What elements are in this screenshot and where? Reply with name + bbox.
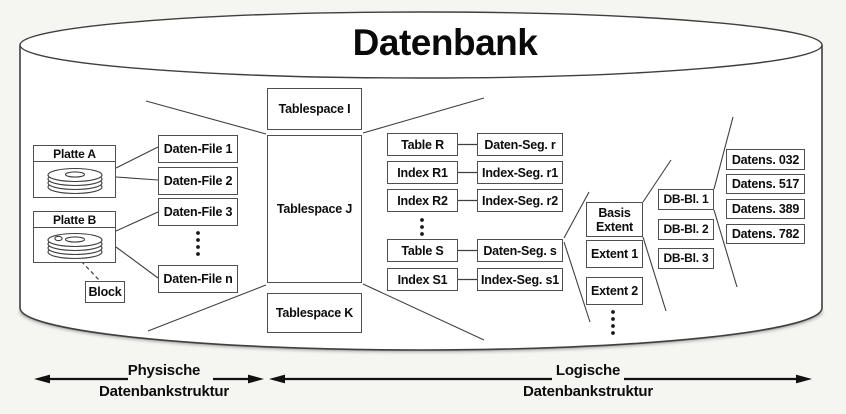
arrowhead-right <box>796 374 812 384</box>
basis-extent-box: Basis Extent <box>586 202 643 237</box>
logical-structure-label-line1: Logische <box>555 362 621 379</box>
block-marker <box>53 235 63 242</box>
index-r2-box: Index R2 <box>387 189 458 212</box>
datensatz-389-box: Datens. 389 <box>726 199 805 219</box>
segment-connector-lines <box>458 143 477 281</box>
arrowhead-left <box>269 374 285 384</box>
cylinder-top <box>19 11 823 79</box>
disk-link-lines <box>115 146 159 279</box>
tablespace-k-box: Tablespace K <box>267 293 362 333</box>
table-r-box: Table R <box>387 133 458 156</box>
platte-b-label: Platte B <box>34 212 115 228</box>
datensatz-032-box: Datens. 032 <box>726 149 805 170</box>
db-block-3-box: DB-Bl. 3 <box>658 248 714 269</box>
logical-structure-label-line2: Datenbankstruktur <box>523 383 653 400</box>
fan-lines <box>145 97 738 341</box>
logical-structure-arrow <box>269 374 812 384</box>
index-r1-box: Index R1 <box>387 161 458 184</box>
db-block-1-box: DB-Bl. 1 <box>658 189 714 210</box>
disk-stack-with-block-icon <box>34 228 115 262</box>
daten-file-2-box: Daten-File 2 <box>158 167 238 195</box>
arrowhead-right <box>248 374 264 384</box>
physical-structure-arrow <box>34 374 264 384</box>
platte-a-label: Platte A <box>34 146 115 162</box>
datensatz-517-box: Datens. 517 <box>726 174 805 194</box>
datensatz-782-box: Datens. 782 <box>726 224 805 244</box>
daten-file-1-box: Daten-File 1 <box>158 135 238 163</box>
platte-b-box: Platte B <box>33 211 116 263</box>
index-s1-box: Index S1 <box>387 268 458 291</box>
basis-extent-line1: Basis <box>598 205 631 220</box>
arrowhead-left <box>34 374 50 384</box>
extent-2-box: Extent 2 <box>586 277 643 305</box>
ellipsis-dots <box>196 218 615 335</box>
basis-extent-line2: Extent <box>595 219 633 234</box>
physical-structure-label-line2: Datenbankstruktur <box>99 383 229 400</box>
daten-seg-s-box: Daten-Seg. s <box>477 239 563 262</box>
database-title: Datenbank <box>352 22 538 63</box>
daten-file-n-box: Daten-File n <box>158 265 238 293</box>
daten-seg-r-box: Daten-Seg. r <box>477 133 563 156</box>
table-s-box: Table S <box>387 239 458 262</box>
disk-stack-icon <box>34 162 115 197</box>
daten-file-3-box: Daten-File 3 <box>158 198 238 226</box>
index-seg-r2-box: Index-Seg. r2 <box>477 189 563 212</box>
block-box: Block <box>85 281 125 303</box>
physical-structure-label-line1: Physische <box>127 362 201 379</box>
index-seg-r1-box: Index-Seg. r1 <box>477 161 563 184</box>
index-seg-s1-box: Index-Seg. s1 <box>477 268 563 291</box>
db-block-2-box: DB-Bl. 2 <box>658 219 714 240</box>
tablespace-j-box: Tablespace J <box>267 135 362 283</box>
extent-1-box: Extent 1 <box>586 240 643 268</box>
platte-a-box: Platte A <box>33 145 116 198</box>
tablespace-i-box: Tablespace I <box>267 88 362 130</box>
